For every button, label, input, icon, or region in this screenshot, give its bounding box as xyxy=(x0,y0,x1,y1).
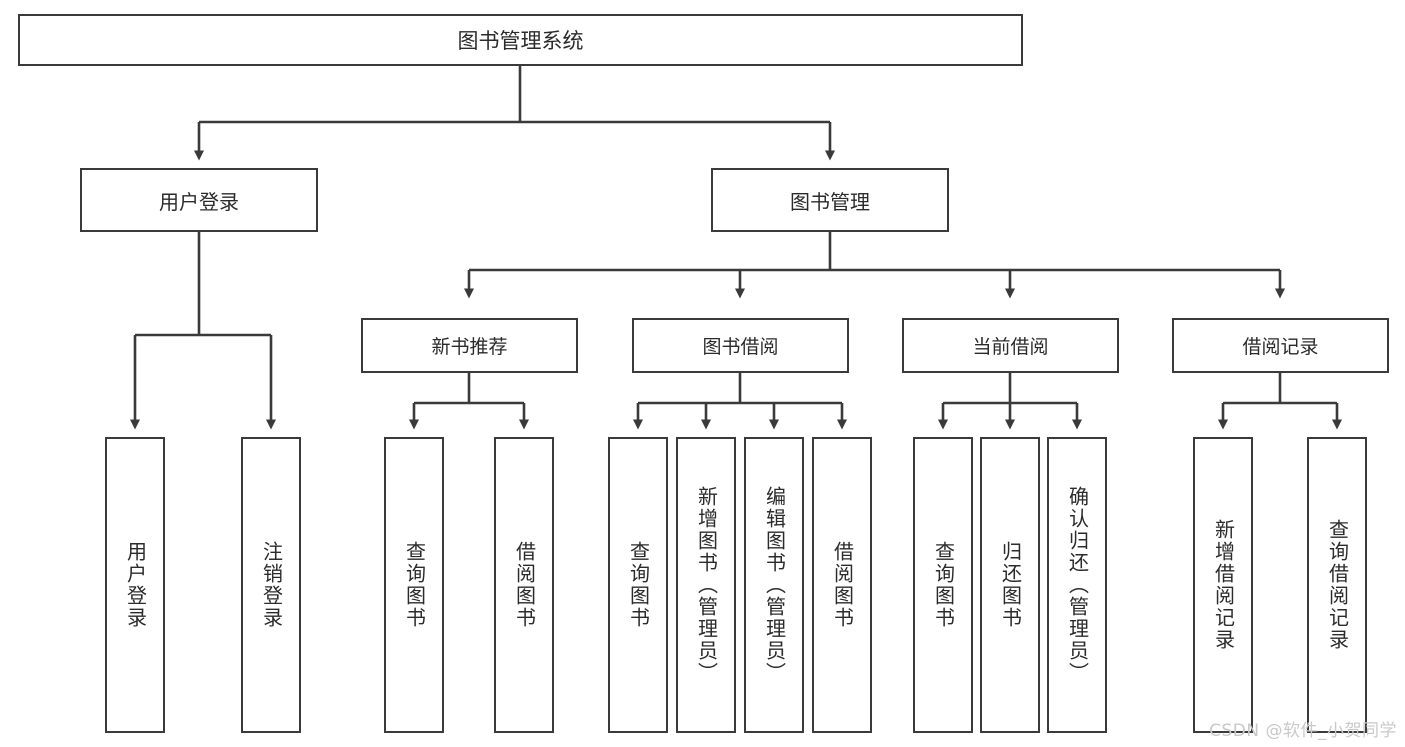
node-borrow-record[interactable]: 借阅记录 xyxy=(1172,318,1389,373)
node-label: 图书借阅 xyxy=(702,336,779,358)
node-leaf-add-borrow-record[interactable]: 新增借阅记录 xyxy=(1193,437,1253,733)
node-label: 查询图书 xyxy=(402,541,427,629)
node-label: 查询借阅记录 xyxy=(1325,519,1350,651)
node-leaf-query-book-current[interactable]: 查询图书 xyxy=(913,437,973,733)
node-current-borrow[interactable]: 当前借阅 xyxy=(902,318,1119,373)
node-label: 借阅记录 xyxy=(1242,336,1319,358)
node-label: 用户登录 xyxy=(159,189,239,214)
watermark-text: CSDN @软件_小贺同学 xyxy=(1209,721,1397,741)
node-book-borrow[interactable]: 图书借阅 xyxy=(632,318,849,373)
node-leaf-query-book-borrow[interactable]: 查询图书 xyxy=(608,437,668,733)
node-label: 借阅图书 xyxy=(830,541,855,629)
node-leaf-query-borrow-record[interactable]: 查询借阅记录 xyxy=(1307,437,1367,733)
node-leaf-logout[interactable]: 注销登录 xyxy=(241,437,301,733)
node-label: 图书管理系统 xyxy=(457,29,584,53)
node-label: 新增借阅记录 xyxy=(1211,519,1236,651)
node-book-management[interactable]: 图书管理 xyxy=(711,168,949,232)
node-leaf-add-book-admin[interactable]: 新增图书（管理员） xyxy=(676,437,736,733)
node-leaf-confirm-return-admin[interactable]: 确认归还（管理员） xyxy=(1047,437,1107,733)
node-leaf-borrow-book[interactable]: 借阅图书 xyxy=(812,437,872,733)
node-label: 新增图书（管理员） xyxy=(694,486,719,684)
node-label: 用户登录 xyxy=(123,541,148,629)
node-label: 新书推荐 xyxy=(431,336,508,358)
node-label: 归还图书 xyxy=(998,541,1023,629)
node-leaf-query-book-recommend[interactable]: 查询图书 xyxy=(384,437,444,733)
node-label: 查询图书 xyxy=(626,541,651,629)
node-label: 图书管理 xyxy=(790,189,870,214)
node-leaf-user-login[interactable]: 用户登录 xyxy=(105,437,165,733)
node-root-system[interactable]: 图书管理系统 xyxy=(18,14,1023,66)
node-label: 编辑图书（管理员） xyxy=(762,486,787,684)
node-user-login[interactable]: 用户登录 xyxy=(80,168,318,232)
node-leaf-edit-book-admin[interactable]: 编辑图书（管理员） xyxy=(744,437,804,733)
node-label: 确认归还（管理员） xyxy=(1065,486,1090,684)
node-leaf-borrow-book-recommend[interactable]: 借阅图书 xyxy=(494,437,554,733)
node-new-book-recommend[interactable]: 新书推荐 xyxy=(361,318,578,373)
node-label: 注销登录 xyxy=(259,541,284,629)
node-leaf-return-book[interactable]: 归还图书 xyxy=(980,437,1040,733)
node-label: 当前借阅 xyxy=(972,336,1049,358)
node-label: 借阅图书 xyxy=(512,541,537,629)
node-label: 查询图书 xyxy=(931,541,956,629)
